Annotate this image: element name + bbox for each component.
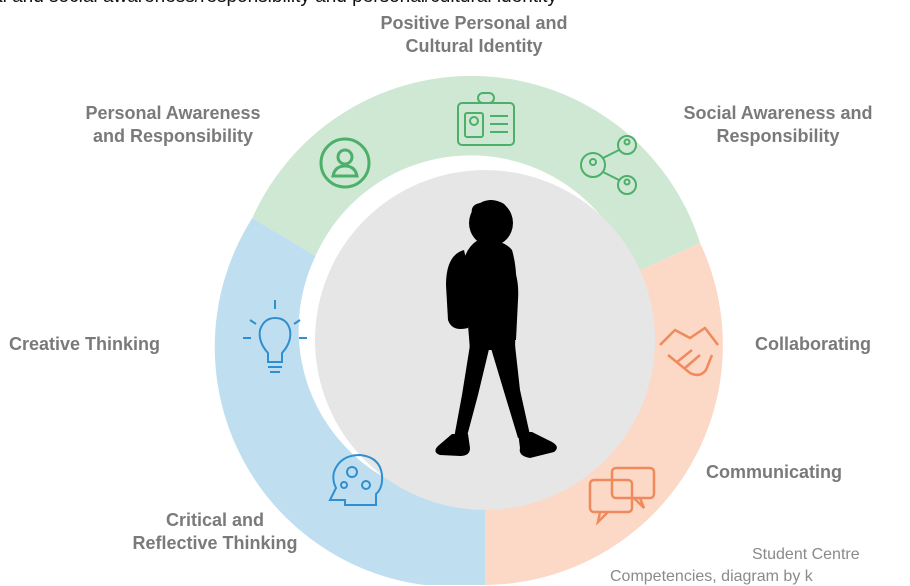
label-social-awareness: Social Awareness and Responsibility (683, 103, 873, 146)
label-communicating: Communicating (706, 462, 843, 482)
top-caption: al and social awareness/responsibility a… (0, 0, 557, 8)
label-personal-awareness: Personal Awareness and Responsibility (85, 103, 261, 146)
person-icon (319, 137, 371, 189)
head-gears-icon (328, 453, 384, 506)
speech-bubbles-icon (588, 466, 656, 526)
ring-segment-green (252, 75, 701, 274)
people-network-icon (580, 135, 637, 195)
lightbulb-icon (243, 300, 307, 373)
credit-line-1: Student Centre (752, 546, 860, 563)
label-critical-thinking: Critical and Reflective Thinking (132, 510, 298, 553)
label-collaborating: Collaborating (755, 334, 871, 354)
label-creative-thinking: Creative Thinking (9, 334, 161, 354)
handshake-icon (659, 326, 719, 377)
walking-student-silhouette (435, 200, 557, 458)
id-badge-icon (457, 92, 515, 146)
credit-line-2: Competencies, diagram by k (610, 568, 813, 585)
ring-segment-peach (485, 243, 723, 585)
label-positive-identity: Positive Personal and Cultural Identity (380, 13, 568, 56)
